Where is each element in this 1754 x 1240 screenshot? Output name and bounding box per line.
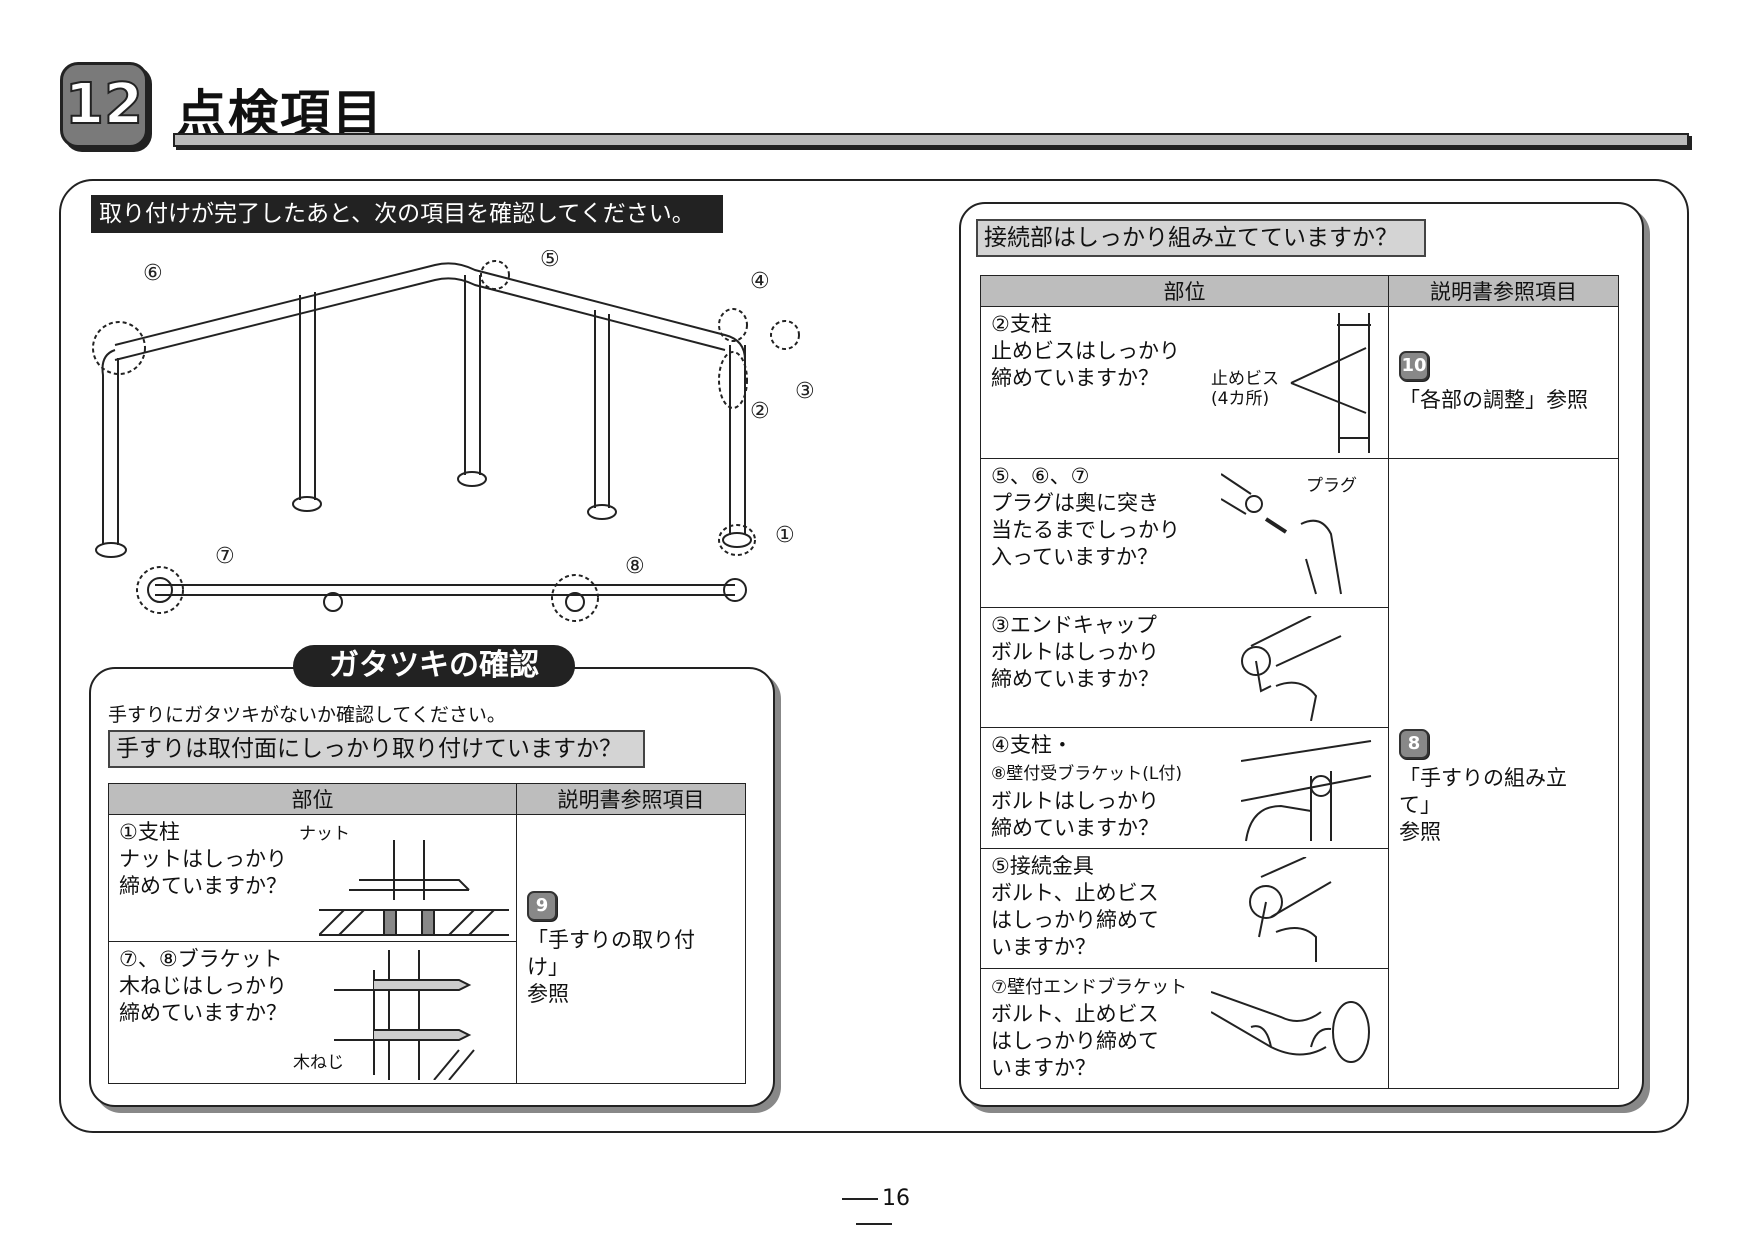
marker-2: ②	[750, 399, 770, 424]
table-row: ⑦壁付エンドブラケット ボルト、止めビス はしっかり締めて いますか？	[980, 968, 1389, 1089]
section-number-badge: 12	[60, 62, 148, 148]
plug-callout: プラグ	[1306, 476, 1357, 496]
page-number: 16	[820, 1186, 928, 1236]
row-text: ②支柱 止めビスはしっかり 締めていますか？	[991, 312, 1180, 390]
table-row: ⑤接続金具 ボルト、止めビス はしっかり締めて いますか？	[980, 848, 1389, 969]
assembly-check-table: 部位説明書参照項目 ②支柱 止めビスはしっかり 締めていますか？ 止めビス (4…	[980, 275, 1619, 1089]
assembly-reference: 8 「手すりの組み立て」 参照	[1388, 458, 1619, 1089]
row-text: ⑤、⑥、⑦ プラグは奥に突き 当たるまでしっかり 入っていますか？	[991, 464, 1180, 569]
col-header-part: 部位	[108, 783, 517, 815]
row-line: ボルトはしっかり 締めていますか？	[991, 789, 1159, 840]
intro-banner: 取り付けが完了したあと、次の項目を確認してください。	[91, 195, 723, 233]
reference-number-badge: 8	[1399, 729, 1429, 759]
plug-illustration	[1221, 473, 1342, 595]
wobble-check-table: 部位説明書参照項目 ①支柱 ナットはしっかり 締めていますか？ ナット 9 「手す…	[108, 783, 746, 1084]
end-bracket-wrench-illustration	[1211, 991, 1370, 1063]
row-text: ①支柱 ナットはしっかり 締めていますか？	[119, 820, 287, 898]
marker-4: ④	[750, 269, 770, 294]
col-header-part: 部位	[980, 275, 1389, 307]
adjustment-reference: 10 「各部の調整」参照	[1388, 306, 1619, 459]
bracket-wrench-illustration	[1241, 740, 1372, 842]
wood-screw-illustration	[334, 950, 475, 1080]
title-underline	[173, 133, 1689, 147]
post-set-screw-illustration	[1290, 313, 1371, 453]
row-text: ⑤接続金具 ボルト、止めビス はしっかり締めて いますか？	[991, 854, 1159, 959]
wobble-check-question: 手すりは取付面にしっかり取り付けていますか？	[108, 730, 645, 768]
row-text: ⑦、⑧ブラケット 木ねじはしっかり 締めていますか？	[119, 947, 287, 1025]
marker-5: ⑤	[540, 250, 560, 272]
reference-text: 「手すりの組み立て」 参照	[1399, 766, 1567, 844]
reference-text: 「各部の調整」参照	[1399, 388, 1588, 412]
marker-7: ⑦	[215, 544, 235, 569]
wobble-check-title: ガタツキの確認	[293, 645, 575, 687]
screw-callout: 木ねじ	[293, 1053, 344, 1073]
connector-wrench-illustration	[1249, 857, 1332, 962]
col-header-reference: 説明書参照項目	[516, 783, 746, 815]
row-text: ③エンドキャップ ボルトはしっかり 締めていますか？	[991, 613, 1159, 691]
reference-number-badge: 9	[527, 890, 557, 921]
handrail-illustration	[95, 262, 752, 612]
wobble-reference: 9 「手すりの取り付け」 参照	[516, 814, 746, 1084]
table-row: ②支柱 止めビスはしっかり 締めていますか？ 止めビス (4カ所)	[980, 306, 1389, 459]
row-line: ボルト、止めビス はしっかり締めて いますか？	[991, 1002, 1159, 1080]
diagram-markers: ① ② ③ ④ ⑤ ⑥ ⑦ ⑧	[143, 250, 815, 579]
marker-6: ⑥	[143, 261, 163, 286]
row-text: ④支柱・ ⑧壁付受ブラケット(L付) ボルトはしっかり 締めていますか？	[981, 728, 1388, 846]
nut-illustration	[319, 840, 509, 936]
marker-8: ⑧	[625, 554, 645, 579]
assembly-check-question: 接続部はしっかり組み立てていますか？	[976, 219, 1426, 257]
table-row: ⑦、⑧ブラケット 木ねじはしっかり 締めていますか？ 木ねじ	[108, 941, 517, 1084]
row-line: ⑦壁付エンドブラケット	[991, 977, 1188, 998]
content-frame	[59, 179, 1689, 1133]
wobble-check-instruction: 手すりにガタツキがないか確認してください。	[108, 704, 506, 726]
table-row: ③エンドキャップ ボルトはしっかり 締めていますか？	[980, 607, 1389, 728]
table-row: ⑤、⑥、⑦ プラグは奥に突き 当たるまでしっかり 入っていますか？ プラグ	[980, 458, 1389, 608]
marker-3: ③	[795, 379, 815, 404]
col-header-reference: 説明書参照項目	[1388, 275, 1619, 307]
reference-text: 「手すりの取り付け」 参照	[527, 927, 695, 1006]
row-line: ④支柱・	[991, 733, 1073, 757]
table-row: ④支柱・ ⑧壁付受ブラケット(L付) ボルトはしっかり 締めていますか？	[980, 727, 1389, 849]
row-text: ⑦壁付エンドブラケット ボルト、止めビス はしっかり締めて いますか？	[981, 969, 1388, 1086]
end-cap-wrench-illustration	[1241, 616, 1342, 721]
handrail-diagram: ① ② ③ ④ ⑤ ⑥ ⑦ ⑧	[92, 250, 815, 622]
inspection-highlights	[92, 260, 800, 622]
table-row: ①支柱 ナットはしっかり 締めていますか？ ナット	[108, 814, 517, 942]
row-line: ⑧壁付受ブラケット(L付)	[991, 764, 1182, 784]
set-screw-callout: 止めビス (4カ所)	[1211, 369, 1279, 409]
reference-number-badge: 10	[1399, 351, 1429, 381]
nut-callout: ナット	[299, 824, 350, 844]
marker-1: ①	[775, 523, 795, 548]
